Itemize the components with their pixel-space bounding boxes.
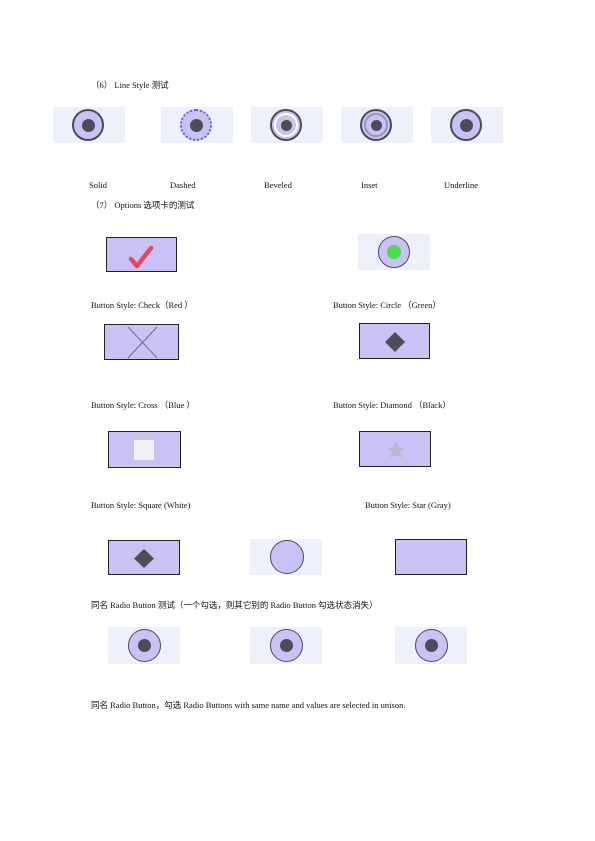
checkbox-empty[interactable] (395, 539, 467, 575)
radio-solid[interactable] (53, 107, 125, 143)
section-7-heading: （7） Options 选项卡的测试 (91, 200, 195, 210)
radio-same-name-3[interactable] (395, 627, 467, 664)
checkbox-star-gray[interactable] (359, 431, 431, 467)
label-star-gray: Button Style: Star (Gray) (365, 500, 451, 510)
checkbox-square-white[interactable] (108, 431, 181, 468)
radio-dashed[interactable] (161, 107, 233, 143)
check-mark-icon (128, 245, 154, 269)
circle-green-icon (387, 245, 401, 259)
label-dashed: Dashed (170, 180, 196, 190)
radio-bevel-ring (274, 113, 298, 137)
label-square-white: Button Style: Square (White) (91, 500, 191, 510)
label-circle-green: Button Style: Circle （Green） (333, 300, 441, 310)
radio-empty-circle[interactable] (250, 539, 322, 575)
radio-inset-ring (364, 113, 388, 137)
radio-dot-icon (82, 119, 95, 132)
label-check-red: Button Style: Check（Red ） (91, 300, 193, 310)
radio-same-name-2[interactable] (250, 627, 322, 664)
radio-group-heading: 同名 Radio Button 测试（一个勾选，则其它别的 Radio Butt… (91, 600, 378, 610)
radio-dot-icon (280, 639, 293, 652)
radio-underline[interactable] (431, 107, 503, 143)
radio-dot-icon (138, 639, 151, 652)
cross-mark-icon (127, 326, 158, 359)
checkbox-check-red[interactable] (106, 237, 177, 272)
radio-circle-green[interactable] (358, 234, 430, 270)
radio-dot-icon (460, 119, 473, 132)
radio-dot-icon (371, 120, 382, 131)
checkbox-diamond-black[interactable] (359, 323, 430, 359)
star-icon (387, 441, 405, 459)
label-diamond-black: Button Style: Diamond （Black） (333, 400, 451, 410)
diamond-icon (134, 549, 154, 568)
checkbox-cross-blue[interactable] (104, 324, 179, 360)
label-beveled: Beveled (264, 180, 292, 190)
checkbox-diamond-field[interactable] (108, 540, 180, 575)
label-solid: Solid (89, 180, 107, 190)
radio-ring (270, 540, 304, 574)
diamond-icon (385, 332, 405, 352)
label-cross-blue: Button Style: Cross （Blue ） (91, 400, 195, 410)
radio-group-footer: 同名 Radio Button，勾选 Radio Buttons with sa… (91, 700, 406, 710)
radio-dot-icon (281, 120, 292, 131)
radio-dot-icon (190, 119, 203, 132)
radio-same-name-1[interactable] (108, 627, 180, 664)
radio-ring (72, 109, 104, 141)
section-6-heading: （6） Line Style 测试 (91, 80, 169, 90)
radio-beveled[interactable] (251, 107, 323, 143)
label-inset: Inset (361, 180, 378, 190)
label-underline: Underline (444, 180, 478, 190)
radio-dot-icon (425, 639, 438, 652)
radio-inset[interactable] (341, 107, 413, 143)
square-white-icon (134, 440, 154, 460)
